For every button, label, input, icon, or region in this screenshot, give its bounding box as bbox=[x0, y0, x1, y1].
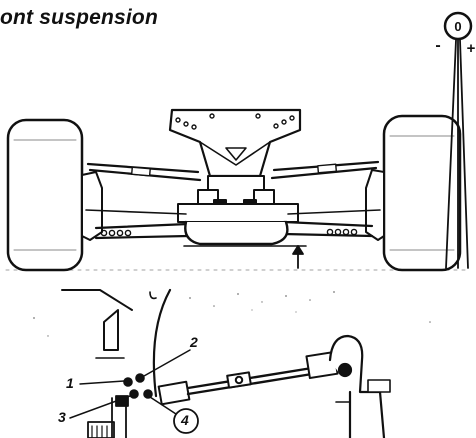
page-title: ont suspension bbox=[0, 6, 158, 29]
front-view bbox=[5, 108, 471, 272]
base-screws bbox=[87, 395, 129, 438]
lower-arms bbox=[85, 209, 381, 240]
camber-gauge-ring bbox=[443, 11, 473, 41]
camber-lines bbox=[445, 39, 469, 269]
steering-upright bbox=[328, 334, 391, 438]
camber-minus-label: - bbox=[435, 37, 440, 54]
bulkhead-slot bbox=[103, 309, 119, 351]
camber-link bbox=[157, 350, 339, 406]
callout-4: 4 bbox=[181, 412, 189, 428]
right-hub bbox=[365, 169, 385, 241]
callout-3: 3 bbox=[58, 409, 66, 425]
bulkhead bbox=[177, 175, 299, 229]
camber-plus-label: + bbox=[467, 40, 476, 57]
callout-1: 1 bbox=[66, 375, 74, 391]
left-hub bbox=[81, 171, 103, 241]
callout-leaders bbox=[69, 349, 191, 419]
scan-specks bbox=[33, 291, 431, 337]
callout-2: 2 bbox=[190, 334, 198, 350]
shock-tower bbox=[168, 108, 302, 178]
detail-view bbox=[33, 288, 431, 438]
camber-zero-label: 0 bbox=[454, 19, 461, 34]
shock-tower-edge bbox=[152, 288, 172, 398]
left-tire bbox=[6, 118, 84, 272]
ride-height-arrow bbox=[292, 245, 304, 269]
chassis-plate bbox=[184, 220, 289, 246]
callout-4-ring bbox=[173, 408, 199, 434]
camber-gauge: 0 - + bbox=[435, 11, 476, 269]
link-mount-holes bbox=[123, 373, 153, 399]
upper-links bbox=[86, 160, 380, 182]
